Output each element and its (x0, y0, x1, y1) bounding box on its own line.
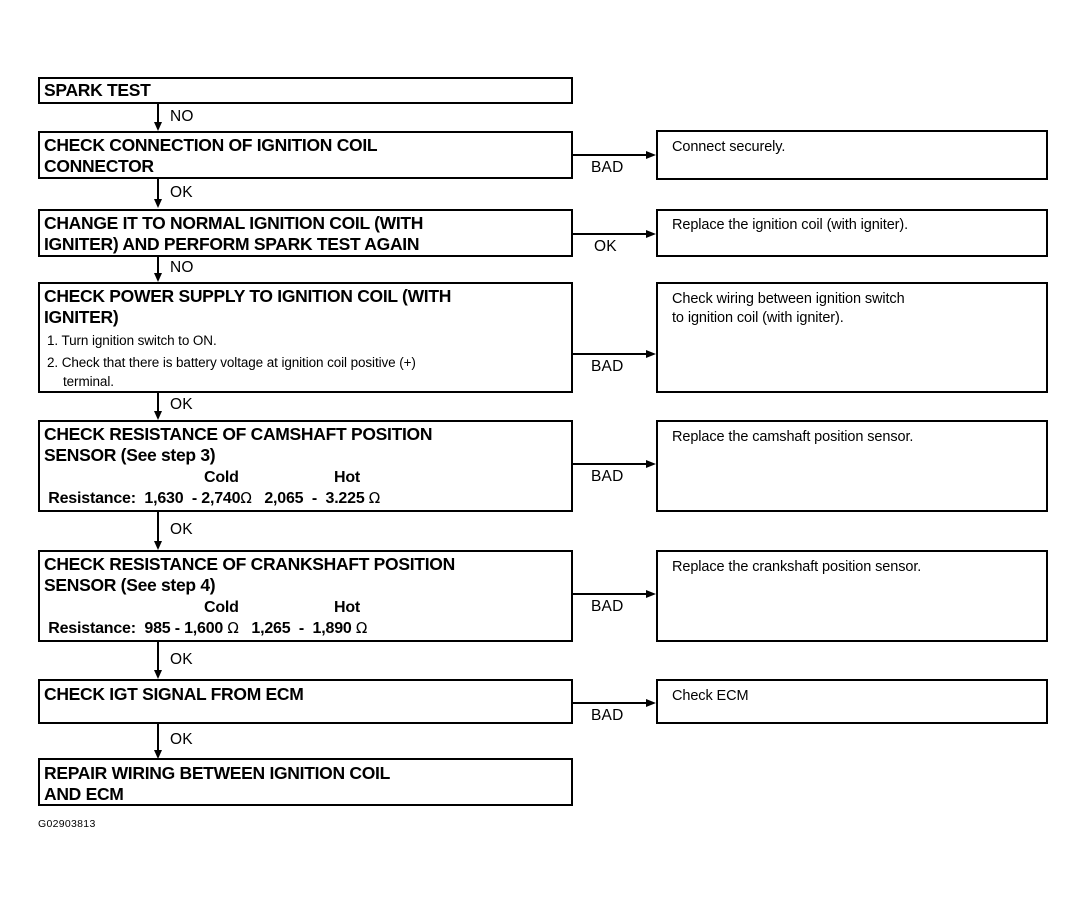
connector-line-change-to-result (573, 233, 648, 235)
figure-id-label: G02903813 (38, 818, 96, 830)
step-title-check-crankshaft-sensor: CHECK RESISTANCE OF CRANKSHAFT POSITION … (44, 554, 455, 595)
connector-arrowhead-change-to-power (153, 273, 162, 282)
result-text-replace-crankshaft-sensor: Replace the crankshaft position sensor. (672, 559, 922, 575)
edge-label-bad-1: BAD (591, 159, 624, 176)
connector-line-power-to-camshaft (157, 393, 159, 414)
connector-line-camshaft-to-result (573, 463, 648, 465)
edge-label-ok-1: OK (170, 184, 193, 201)
step-title-spark-test: SPARK TEST (44, 80, 151, 100)
resistance-hot-value: 2,065 - 3.225 (264, 490, 365, 507)
step-title-check-connection: CHECK CONNECTION OF IGNITION COIL CONNEC… (44, 135, 378, 176)
resistance-row-label: Resistance: (48, 620, 136, 637)
connector-arrowhead-spark-to-connection (153, 122, 162, 131)
connector-arrowhead-crankshaft-to-igt (153, 670, 162, 679)
resistance-value-row: Resistance: 985 - 1,600 Ω 1,265 - 1,890 … (44, 618, 567, 639)
connector-line-connection-to-result (573, 154, 648, 156)
connector-arrowhead-power-to-result (646, 349, 656, 358)
connector-line-crankshaft-to-result (573, 593, 648, 595)
step-title-check-camshaft-sensor: CHECK RESISTANCE OF CAMSHAFT POSITION SE… (44, 424, 433, 465)
connector-arrowhead-camshaft-to-result (646, 459, 656, 468)
edge-label-ok-2: OK (170, 396, 193, 413)
resistance-hot-value: 1,265 - 1,890 (251, 620, 352, 637)
substep-number: 1. (47, 333, 59, 348)
substep-item: 2. Check that there is battery voltage a… (44, 353, 567, 391)
resistance-cold-value: 985 - 1,600 (144, 620, 224, 637)
connector-arrowhead-camshaft-to-crankshaft (153, 541, 162, 550)
edge-label-bad-2: BAD (591, 358, 624, 375)
result-text-replace-ignition-coil: Replace the ignition coil (with igniter)… (672, 217, 909, 233)
step-box-check-crankshaft-sensor: CHECK RESISTANCE OF CRANKSHAFT POSITION … (38, 550, 573, 642)
step-title-check-igt-signal: CHECK IGT SIGNAL FROM ECM (44, 684, 304, 704)
result-box-connect-securely: Connect securely. (656, 130, 1048, 180)
connector-line-power-to-result (573, 353, 648, 355)
substep-item: 1. Turn ignition switch to ON. (44, 331, 567, 350)
step-box-check-camshaft-sensor: CHECK RESISTANCE OF CAMSHAFT POSITION SE… (38, 420, 573, 512)
connector-arrowhead-crankshaft-to-result (646, 589, 656, 598)
substep-list-check-power-supply: 1. Turn ignition switch to ON. 2. Check … (44, 331, 567, 391)
edge-label-ok-3: OK (170, 521, 193, 538)
result-box-check-wiring: Check wiring between ignition switch to … (656, 282, 1048, 393)
resistance-col-hot: Hot (334, 599, 361, 616)
result-box-replace-crankshaft-sensor: Replace the crankshaft position sensor. (656, 550, 1048, 642)
substep-number: 2. (47, 355, 59, 370)
ohm-symbol-cold: Ω (240, 489, 252, 507)
connector-arrowhead-igt-to-result (646, 698, 656, 707)
resistance-header-row: Cold Hot (44, 468, 567, 488)
edge-label-no-1: NO (170, 108, 194, 125)
resistance-col-hot: Hot (334, 469, 361, 486)
step-box-change-coil: CHANGE IT TO NORMAL IGNITION COIL (WITH … (38, 209, 573, 257)
result-text-check-ecm: Check ECM (672, 688, 749, 704)
substep-text: Check that there is battery voltage at i… (61, 355, 416, 370)
edge-label-bad-5: BAD (591, 707, 624, 724)
edge-label-ok-5: OK (170, 731, 193, 748)
step-box-check-connection: CHECK CONNECTION OF IGNITION COIL CONNEC… (38, 131, 573, 179)
resistance-value-row: Resistance: 1,630 - 2,740Ω 2,065 - 3.225… (44, 488, 567, 509)
substep-text-continued: terminal. (63, 374, 114, 389)
connector-line-igt-to-result (573, 702, 648, 704)
connector-arrowhead-change-to-result (646, 229, 656, 238)
connector-line-change-to-power (157, 257, 159, 276)
ohm-symbol-hot: Ω (355, 619, 368, 637)
edge-label-no-2: NO (170, 259, 194, 276)
connector-line-crankshaft-to-igt (157, 642, 159, 672)
resistance-col-cold: Cold (204, 599, 239, 616)
result-text-check-wiring: Check wiring between ignition switch to … (672, 291, 905, 326)
step-box-check-igt-signal: CHECK IGT SIGNAL FROM ECM (38, 679, 573, 724)
result-box-replace-ignition-coil: Replace the ignition coil (with igniter)… (656, 209, 1048, 257)
resistance-header-row: Cold Hot (44, 598, 567, 618)
edge-label-bad-4: BAD (591, 598, 624, 615)
step-title-change-coil: CHANGE IT TO NORMAL IGNITION COIL (WITH … (44, 213, 424, 254)
ohm-symbol-hot: Ω (368, 489, 381, 507)
result-text-replace-camshaft-sensor: Replace the camshaft position sensor. (672, 429, 914, 445)
connector-line-igt-to-repair (157, 724, 159, 752)
resistance-row-label: Resistance: (48, 490, 136, 507)
connector-arrowhead-connection-to-change (153, 199, 162, 208)
step-box-check-power-supply: CHECK POWER SUPPLY TO IGNITION COIL (WIT… (38, 282, 573, 393)
step-box-repair-wiring: REPAIR WIRING BETWEEN IGNITION COIL AND … (38, 758, 573, 806)
ohm-symbol-cold: Ω (227, 619, 239, 637)
connector-arrowhead-power-to-camshaft (153, 411, 162, 420)
result-box-replace-camshaft-sensor: Replace the camshaft position sensor. (656, 420, 1048, 512)
connector-arrowhead-igt-to-repair (153, 750, 162, 759)
step-title-check-power-supply: CHECK POWER SUPPLY TO IGNITION COIL (WIT… (44, 286, 452, 327)
result-box-check-ecm: Check ECM (656, 679, 1048, 724)
resistance-table-crankshaft: Cold Hot Resistance: 985 - 1,600 Ω 1,265 … (44, 598, 567, 639)
connector-line-spark-to-connection (157, 104, 159, 124)
connector-line-connection-to-change (157, 179, 159, 201)
result-text-connect-securely: Connect securely. (672, 139, 786, 155)
connector-arrowhead-connection-to-result (646, 150, 656, 159)
substep-text: Turn ignition switch to ON. (61, 333, 217, 348)
step-box-spark-test: SPARK TEST (38, 77, 573, 104)
edge-label-ok-branch: OK (594, 238, 617, 255)
resistance-col-cold: Cold (204, 469, 239, 486)
connector-line-camshaft-to-crankshaft (157, 512, 159, 543)
edge-label-bad-3: BAD (591, 468, 624, 485)
step-title-repair-wiring: REPAIR WIRING BETWEEN IGNITION COIL AND … (44, 763, 390, 804)
resistance-cold-value: 1,630 - 2,740 (144, 490, 241, 507)
edge-label-ok-4: OK (170, 651, 193, 668)
